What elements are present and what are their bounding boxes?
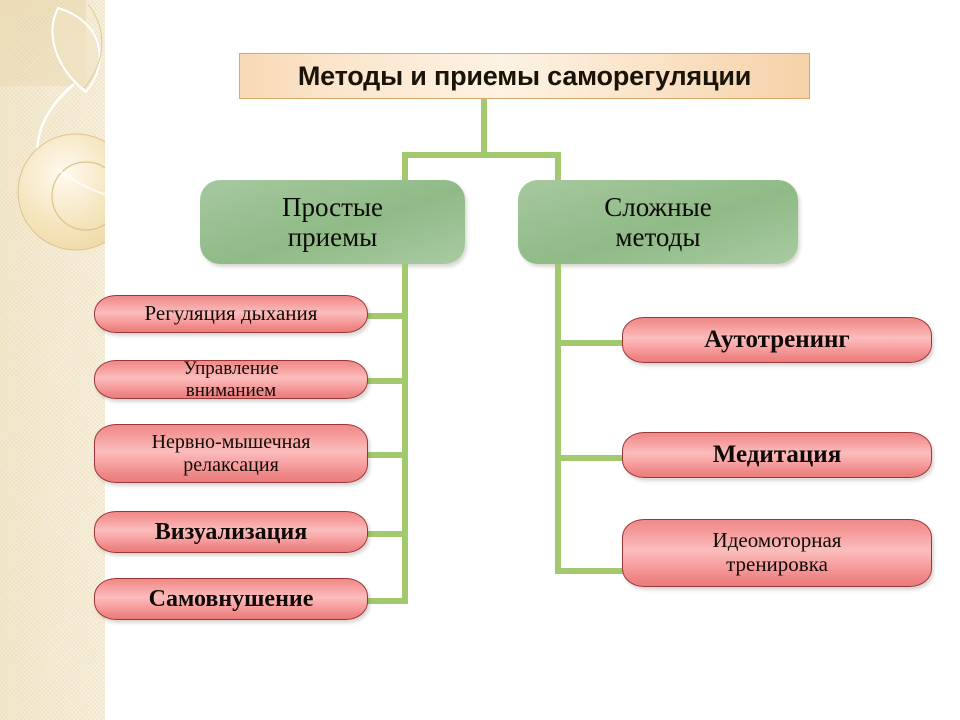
leaf-node-simple-5: Самовнушение [94, 578, 368, 620]
sidebar-texture [0, 0, 105, 720]
sidebar-ornament-icon [17, 3, 105, 251]
connector-branch-simple-1 [366, 313, 408, 319]
connector-branch-simple-3 [366, 452, 408, 458]
connector-branch-complex-3 [555, 568, 625, 574]
connector-title-stem [481, 99, 487, 154]
leaf-node-complex-2: Медитация [622, 432, 932, 478]
connector-spine-simple [402, 264, 408, 604]
decorative-sidebar [0, 0, 105, 720]
leaf-node-complex-2-text: Медитация [712, 441, 842, 468]
leaf-node-simple-4: Визуализация [94, 511, 368, 553]
leaf-node-simple-4-text: Визуализация [154, 518, 308, 545]
connector-spine-complex [555, 264, 561, 574]
leaf-node-simple-1-text: Регуляция дыхания [144, 301, 318, 326]
connector-branch-complex-1 [555, 340, 625, 346]
connector-to-simple [402, 152, 408, 182]
leaf-node-simple-1: Регуляция дыхания [94, 295, 368, 333]
connector-branch-complex-2 [555, 455, 625, 461]
leaf-node-complex-1-text: Аутотренинг [704, 326, 850, 353]
connector-branch-simple-5 [366, 598, 408, 604]
connector-branch-simple-4 [366, 531, 408, 537]
leaf-node-simple-5-text: Самовнушение [148, 585, 314, 612]
connector-branch-simple-2 [366, 378, 408, 384]
connector-title-crossbar [402, 152, 561, 158]
leaf-node-complex-1: Аутотренинг [622, 317, 932, 363]
page-title: Методы и приемы саморегуляции [239, 53, 810, 99]
page-title-text: Методы и приемы саморегуляции [297, 60, 752, 91]
connector-to-complex [555, 152, 561, 182]
